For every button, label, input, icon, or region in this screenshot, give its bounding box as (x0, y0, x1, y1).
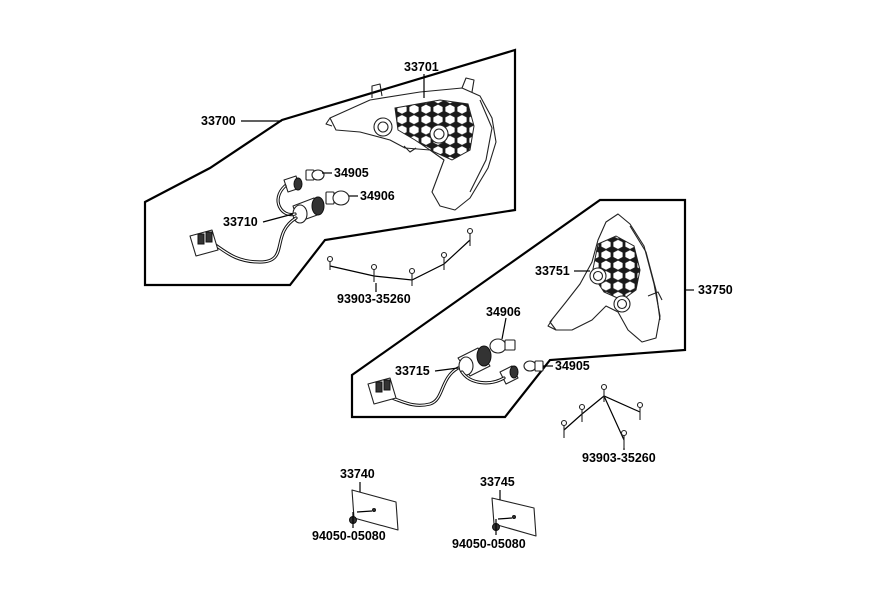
label-33715: 33715 (395, 364, 430, 378)
left-small-bulb (305, 169, 325, 181)
label-33740: 33740 (340, 467, 375, 481)
left-assembly-group: 33700 33701 34905 34906 33710 93903-3526… (143, 48, 517, 306)
label-94050-right: 94050-05080 (452, 537, 526, 551)
label-33751: 33751 (535, 264, 570, 278)
label-33750: 33750 (698, 283, 733, 297)
right-socket-harness (367, 345, 519, 407)
right-screws (560, 383, 644, 448)
label-94050-left: 94050-05080 (312, 529, 386, 543)
label-93903-left: 93903-35260 (337, 292, 411, 306)
left-screws (326, 227, 474, 286)
label-33700: 33700 (201, 114, 236, 128)
right-large-bulb (489, 338, 516, 354)
lead-33715 (434, 367, 459, 372)
label-34905-left: 34905 (334, 166, 369, 180)
right-assembly-group: 33751 33750 34906 33715 34905 93903-3526… (350, 198, 733, 465)
label-33701: 33701 (404, 60, 439, 74)
label-93903-right: 93903-35260 (582, 451, 656, 465)
label-34905-right: 34905 (555, 359, 590, 373)
right-assembly-frame (350, 198, 687, 419)
left-assembly-frame (143, 48, 517, 287)
left-large-bulb (325, 190, 350, 206)
label-33745: 33745 (480, 475, 515, 489)
left-lens-housing (325, 77, 497, 211)
label-34906-left: 34906 (360, 189, 395, 203)
right-small-bulb (523, 360, 544, 372)
left-reflector-group: 33740 94050-05080 (312, 467, 399, 543)
lead-33710 (262, 213, 294, 223)
right-reflector-group: 33745 94050-05080 (452, 475, 537, 551)
label-33710: 33710 (223, 215, 258, 229)
right-lens-housing (547, 213, 663, 343)
label-34906-right: 34906 (486, 305, 521, 319)
lead-34906-right (501, 317, 507, 340)
